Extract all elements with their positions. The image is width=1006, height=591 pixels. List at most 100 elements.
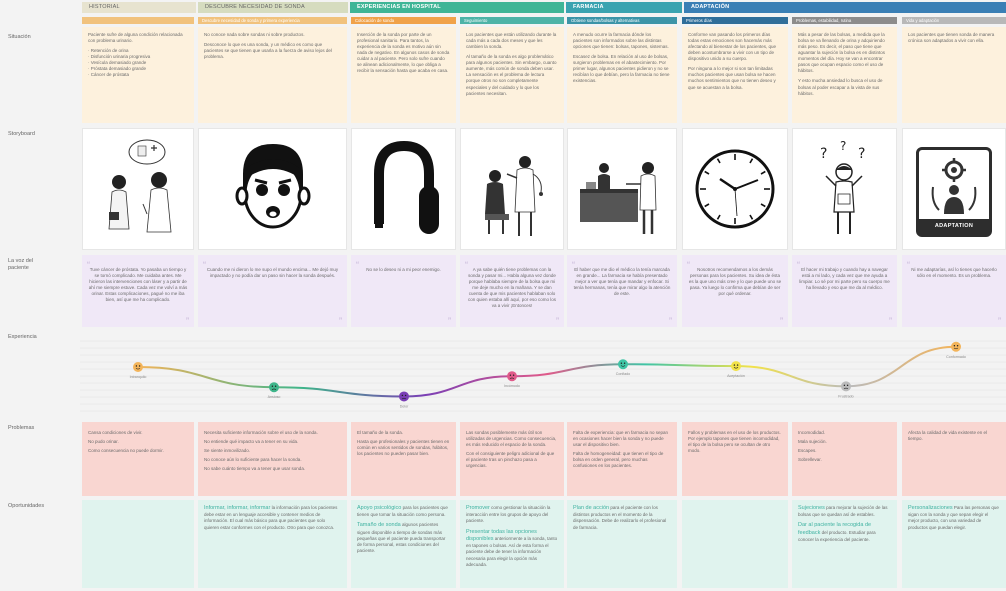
problem-item: Falta de homogeneidad: que tienen el tip… <box>573 451 664 469</box>
emotion-face-mouth <box>843 387 849 390</box>
problems-cell-4: Falta de experiencia: que en farmacia no… <box>567 422 677 496</box>
opportunity-text: del producto. Estudiar para conocer la e… <box>798 529 876 543</box>
situation-text: Los pacientes que están utilizando duran… <box>466 32 557 50</box>
adaptation-label: ADAPTATION <box>919 219 989 234</box>
storyboard-cell-adaptation: ADAPTATION <box>902 128 1006 250</box>
opportunity-highlight: Apoyo psicológico <box>357 505 402 511</box>
emotion-face-eye <box>620 362 623 364</box>
emotion-face-icon <box>269 382 279 393</box>
situation-text: · Retención de orina · Disfunción urinar… <box>88 48 151 78</box>
problems-cell-6: Incomodidad.Mala sujeción.Escapes.Sobrel… <box>792 422 897 496</box>
close-quote-icon: ” <box>669 315 672 326</box>
problems-cell-5: Fallos y problemas en el uso de los prod… <box>682 422 788 496</box>
opportunity-text: para los pacientes que tienen que tomar … <box>357 505 448 518</box>
voice-cell-3: “A ya sabe quién tiene problemas con la … <box>460 255 564 327</box>
doctor-consultation-illustration <box>108 139 172 233</box>
problem-item: Con el consiguiente peligro adicional de… <box>466 451 555 469</box>
row-label-voice: La voz del paciente <box>8 258 34 271</box>
svg-text:?: ? <box>858 146 865 162</box>
nurse-patient-illustration <box>485 156 543 236</box>
voice-text: Cuando me ni dieron lo me supo el mundo … <box>206 267 339 279</box>
emotion-curve-line <box>137 345 957 398</box>
emotion-face-icon <box>507 371 517 382</box>
emotion-face-mouth <box>620 365 626 367</box>
voice-text: No se lo deseo ni a mi peor enemigo. <box>366 267 441 272</box>
situation-text: Inserción de la sonda por parte de un pr… <box>357 32 450 74</box>
emotion-face-eye <box>401 394 404 397</box>
emotion-label: Frustrado <box>838 394 853 398</box>
emotion-face-eye <box>846 384 849 387</box>
row-label-opportunities: Oportunidades <box>8 503 45 509</box>
situation-cell-4: A menudo ocurre la farmacia dónde los pa… <box>567 27 677 123</box>
problem-item: No entiende qué impacto va a tener en su… <box>204 439 299 445</box>
opportunity-text: la información para los pacientes debe e… <box>204 505 338 530</box>
emotion-label: Dolor <box>400 404 409 408</box>
emotion-face-eye <box>138 365 141 367</box>
opportunity-text: algunos pacientes siguen disponible a ti… <box>357 522 446 554</box>
storyboard-cell-confused: ? ? ? <box>792 128 897 250</box>
problem-item: Falta de experiencia: que en farmacia no… <box>573 430 669 448</box>
opportunity-highlight: Presentar todas las opciones disponibles <box>466 528 537 542</box>
situation-text: A menudo ocurre la farmacia dónde los pa… <box>573 32 669 50</box>
open-quote-icon: “ <box>797 260 800 270</box>
situation-cell-5: Conforme van pasando los primeros días t… <box>682 27 788 123</box>
situation-cell-7: Los pacientes que tienen sonda de manera… <box>902 27 1006 123</box>
opportunities-cell-1: Informar, informar, informar la informac… <box>198 500 347 588</box>
voice-cell-4: “El haber que me dio el médico la tenía … <box>567 255 677 327</box>
subheader-5: Primeros días <box>682 17 788 24</box>
problem-item: El tamaño de la sonda. <box>357 430 404 435</box>
opportunity-highlight: Plan de acción <box>573 505 610 511</box>
opportunities-cell-6: Sujeciones para mejorar la sujeción de l… <box>792 500 897 588</box>
voice-text: A ya sabe quién tiene problemas con la s… <box>467 267 557 309</box>
opportunities-cell-0 <box>82 500 194 588</box>
experience-gridlines <box>80 340 1006 412</box>
row-label-storyboard: Storyboard <box>8 131 35 137</box>
situation-text: Paciente sufre de alguna condición relac… <box>88 32 183 44</box>
voice-cell-0: “Tuve cáncer de próstata. Yo pasaba un t… <box>82 255 194 327</box>
emotion-label: Aceptación <box>727 374 745 378</box>
situation-text: Los pacientes que tienen sonda de manera… <box>908 32 995 44</box>
problem-item: No pudo orinar. <box>88 439 119 445</box>
storyboard-cell-consultation <box>82 128 194 250</box>
shocked-face-illustration <box>235 144 310 229</box>
emotion-face-icon <box>399 391 409 402</box>
emotion-label: Ansioso <box>268 395 281 399</box>
problem-item: No conoce aún lo suficiente para hacer l… <box>204 457 302 463</box>
problem-item: Cansa condiciones de vivir. <box>88 430 143 435</box>
voice-text: Tuve cáncer de próstata. Yo pasaba un ti… <box>88 267 188 303</box>
emotion-label: Intranquilo <box>130 375 147 379</box>
problems-cell-0: Cansa condiciones de vivir. No pudo orina… <box>82 422 194 496</box>
emotion-face-mouth <box>953 347 959 350</box>
emotion-face-icon <box>731 361 741 372</box>
emotion-face-icon <box>133 362 143 372</box>
open-quote-icon: “ <box>907 260 910 270</box>
opportunities-cell-3: Promover como gestionar la situación la … <box>460 500 564 588</box>
open-quote-icon: “ <box>203 260 206 270</box>
situation-text: Al tamaño de la sonda es algo problemáti… <box>466 54 557 96</box>
emotion-face-mouth <box>271 388 277 391</box>
voice-text: El hacer mi trabajo y cuando hay a naveg… <box>799 267 890 291</box>
confused-person-illustration: ? ? ? <box>820 139 865 234</box>
problem-item: Hasta que profesionales y pacientes tien… <box>357 439 450 457</box>
problem-item: Fallos y problemas en el uso de los prod… <box>688 430 781 454</box>
storyboard-cell-catheter <box>351 128 456 250</box>
emotion-face-eye <box>512 374 515 376</box>
open-quote-icon: “ <box>572 260 575 270</box>
emotion-face-eye <box>843 384 846 387</box>
emotion-label: Confiado <box>616 372 630 376</box>
phase-header-hospital: EXPERIENCIAS EN HOSPITAL <box>350 2 564 13</box>
emotion-face-eye <box>274 385 277 387</box>
problem-item: Sobrellevar. <box>798 457 822 463</box>
emotion-face-eye <box>956 345 959 347</box>
subheader-0 <box>82 17 194 24</box>
problems-cell-1: Necesita suficiente información sobre el… <box>198 422 347 496</box>
close-quote-icon: ” <box>186 315 189 326</box>
situation-text: Conforme van pasando los primeros días t… <box>688 32 777 62</box>
catheter-illustration <box>373 140 439 234</box>
subheader-2: Colocación de sonda <box>351 17 456 24</box>
emotion-face-eye <box>953 345 956 347</box>
row-labels-column: Situación Storyboard La voz del paciente… <box>0 0 80 591</box>
emotion-face-eye <box>271 385 274 387</box>
voice-cell-2: “No se lo deseo ni a mi peor enemigo.” <box>351 255 456 327</box>
problem-item: No sabe cuánto tiempo va a tener que usa… <box>204 466 306 472</box>
